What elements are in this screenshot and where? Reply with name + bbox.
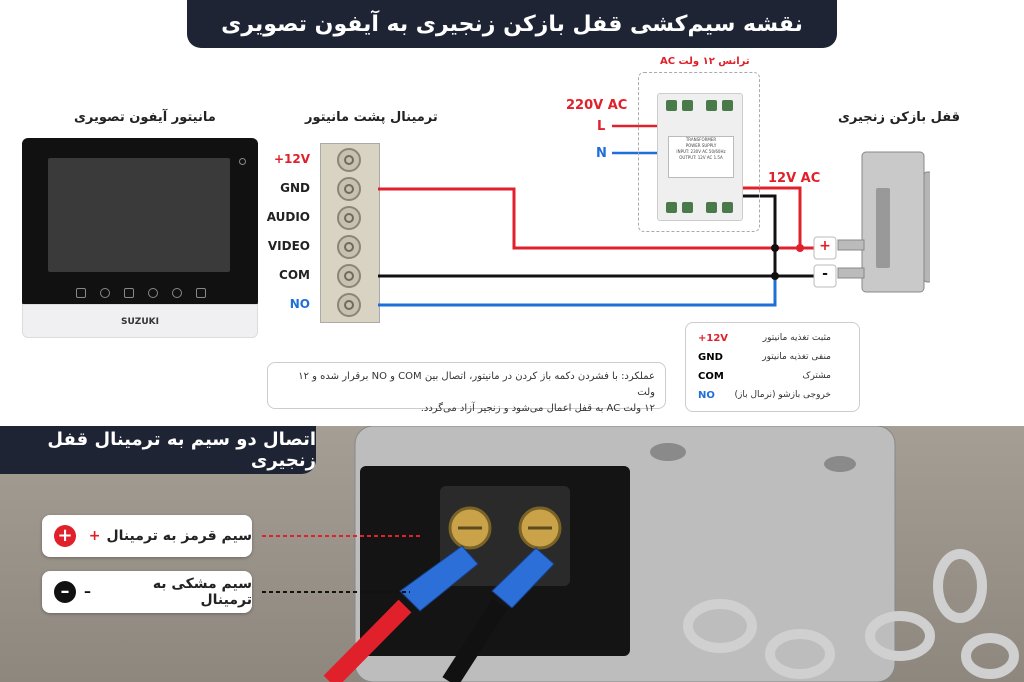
lock-title: قفل بازکن زنجیری: [838, 110, 961, 125]
screw-icon: [337, 293, 361, 317]
red-wire-ac: [740, 186, 802, 248]
junction-dot: [771, 272, 779, 280]
legend-key: GND: [698, 352, 723, 363]
monitor-button: [196, 288, 206, 298]
video-intercom-monitor: SUZUKI: [22, 138, 258, 338]
legend-key: COM: [698, 371, 724, 382]
terminal-label-com: COM: [279, 268, 310, 282]
black-wire-sign: –: [83, 584, 91, 600]
output-voltage-label: 12V AC: [768, 171, 821, 186]
transformer-title: ترانس ۱۲ ولت AC: [660, 56, 750, 67]
red-wire-sign: +: [88, 528, 101, 544]
monitor-button: [100, 288, 110, 298]
terminal-label-gnd: GND: [280, 181, 310, 195]
black-wire-label: سیم مشکی به ترمینال – –: [42, 571, 252, 613]
camera-icon: [239, 158, 246, 165]
junction-dot: [796, 244, 804, 252]
l-label: L: [597, 119, 606, 134]
screw-icon: [337, 264, 361, 288]
terminal-label-12v: +12V: [273, 152, 310, 166]
terminal-block: [320, 143, 380, 323]
legend-key: +12V: [698, 333, 729, 344]
terminal-label-video: VIDEO: [267, 239, 310, 253]
legend-key: NO: [698, 390, 715, 401]
minus-sign: -: [822, 266, 828, 282]
monitor-button: [124, 288, 134, 298]
blue-wire: [378, 276, 777, 307]
minus-terminal-box: [813, 264, 837, 288]
note-line: عملکرد: با فشردن دکمه باز کردن در مانیتو…: [298, 371, 655, 398]
power-supply-box: TRANSFORMER POWER SUPPLY INPUT: 230V AC …: [638, 72, 760, 232]
input-voltage-label: 220V AC: [566, 98, 628, 113]
red-wire: [378, 187, 825, 250]
operation-note: عملکرد: با فشردن دکمه باز کردن در مانیتو…: [267, 362, 666, 414]
plus-circle-icon: +: [54, 525, 76, 547]
junction-dot: [771, 244, 779, 252]
legend-value: منفی تغذیه مانیتور: [762, 352, 831, 362]
power-supply: TRANSFORMER POWER SUPPLY INPUT: 230V AC …: [657, 93, 743, 221]
minus-circle-icon: –: [54, 581, 76, 603]
section-title: اتصال دو سیم به ترمینال قفل زنجیری: [0, 426, 316, 474]
screw-icon: [337, 148, 361, 172]
legend-value: مشترک: [802, 371, 831, 381]
monitor-title: مانیتور آیفون تصویری: [74, 110, 216, 125]
screw-icon: [337, 206, 361, 230]
monitor-screen: [48, 158, 230, 272]
plus-terminal-box: [813, 236, 837, 260]
plus-sign: +: [819, 238, 831, 254]
screw-icon: [337, 235, 361, 259]
chain-lock: [837, 151, 930, 293]
terminal-closeup: [262, 426, 1019, 682]
monitor-brand: SUZUKI: [121, 317, 159, 327]
screw-icon: [337, 177, 361, 201]
terminal-label-no: NO: [289, 297, 310, 311]
page-title: نقشه سیم‌کشی قفل بازکن زنجیری به آیفون ت…: [187, 0, 837, 48]
red-wire-text: سیم قرمز به ترمینال: [106, 528, 252, 544]
lock-terminal-photo: [0, 426, 1024, 682]
monitor-button: [172, 288, 182, 298]
legend: +12V مثبت تغذیه مانیتور GND منفی تغذیه مان…: [685, 322, 860, 412]
power-supply-label: TRANSFORMER POWER SUPPLY INPUT: 230V AC …: [668, 136, 734, 178]
monitor-button: [148, 288, 158, 298]
monitor-button: [76, 288, 86, 298]
terminal-label-audio: AUDIO: [266, 210, 310, 224]
legend-value: مثبت تغذیه مانیتور: [762, 333, 831, 343]
red-wire-label: سیم قرمز به ترمینال + +: [42, 515, 252, 557]
black-wire-text: سیم مشکی به ترمینال: [152, 576, 252, 608]
n-label: N: [596, 146, 607, 161]
terminal-title: ترمینال پشت مانیتور: [305, 110, 438, 125]
note-line: ۱۲ ولت AC به قفل اعمال می‌شود و زنجیر آز…: [420, 403, 655, 414]
legend-value: خروجی بازشو (نرمال باز): [734, 390, 832, 400]
